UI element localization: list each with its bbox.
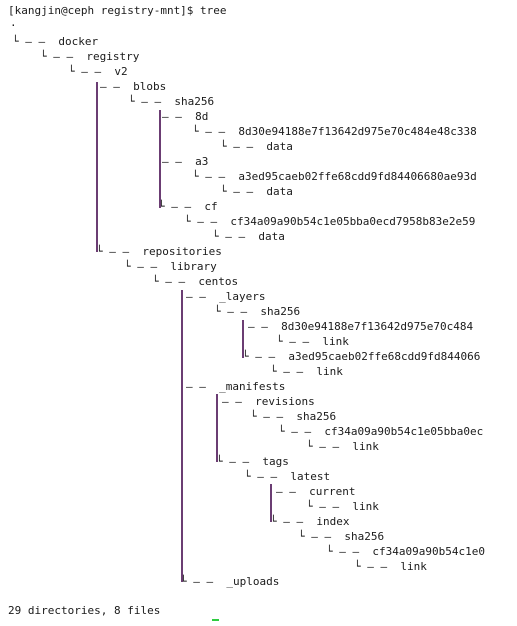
summary-line: 29 directories, 8 files	[8, 604, 161, 617]
tree-line-current: — — current	[276, 485, 356, 498]
tree-line-index: └ — — index	[270, 515, 350, 528]
tree-connector-latest	[270, 484, 272, 522]
terminal-cursor	[212, 619, 219, 621]
tree-line-layers: — — _layers	[186, 290, 266, 303]
tree-line-blobs-sha256: └ — — sha256	[128, 95, 215, 108]
tree-line-a3: — — a3	[162, 155, 209, 168]
tree-line-layers-a3-link: └ — — link	[270, 365, 343, 378]
tree-connector-centos	[181, 290, 183, 582]
tree-line-tags: └ — — tags	[216, 455, 289, 468]
tree-line-cf-hash: └ — — cf34a09a90b54c1e05bba0ecd7958b83e2…	[184, 215, 476, 228]
tree-connector-manifests	[216, 394, 218, 462]
tree-line-latest: └ — — latest	[244, 470, 331, 483]
tree-line-blobs: — — blobs	[100, 80, 167, 93]
tree-root-dot: .	[10, 16, 17, 29]
tree-line-uploads: └ — — _uploads	[180, 575, 280, 588]
tree-line-cf: └ — — cf	[158, 200, 218, 213]
tree-line-registry: └ — — registry	[40, 50, 140, 63]
tree-line-8d-hash: └ — — 8d30e94188e7f13642d975e70c484e48c3…	[192, 125, 477, 138]
tree-line-cf-data: └ — — data	[212, 230, 285, 243]
tree-line-revisions-hash: └ — — cf34a09a90b54c1e05bba0ec	[278, 425, 484, 438]
tree-line-repositories: └ — — repositories	[96, 245, 222, 258]
tree-line-a3-hash: └ — — a3ed95caeb02ffe68cdd9fd84406680ae9…	[192, 170, 477, 183]
tree-line-a3-data: └ — — data	[220, 185, 293, 198]
tree-line-revisions: — — revisions	[222, 395, 315, 408]
tree-connector-layers-sha256	[242, 320, 244, 358]
tree-line-revisions-sha256: └ — — sha256	[250, 410, 337, 423]
tree-line-index-hash: └ — — cf34a09a90b54c1e0	[326, 545, 485, 558]
tree-connector-v2	[96, 82, 98, 252]
tree-line-index-sha256: └ — — sha256	[298, 530, 385, 543]
tree-line-current-link: └ — — link	[306, 500, 379, 513]
tree-line-layers-8d-link: └ — — link	[276, 335, 349, 348]
tree-line-index-link: └ — — link	[354, 560, 427, 573]
tree-line-docker: └ — — docker	[12, 35, 99, 48]
tree-line-layers-8d: — — 8d30e94188e7f13642d975e70c484	[248, 320, 474, 333]
tree-line-library: └ — — library	[124, 260, 217, 273]
tree-connector-sha256-blobs	[159, 110, 161, 208]
tree-line-revisions-link: └ — — link	[306, 440, 379, 453]
tree-line-layers-a3: └ — — a3ed95caeb02ffe68cdd9fd844066	[242, 350, 481, 363]
tree-line-manifests: — — _manifests	[186, 380, 286, 393]
tree-line-centos: └ — — centos	[152, 275, 239, 288]
tree-line-8d-data: └ — — data	[220, 140, 293, 153]
tree-line-layers-sha256: └ — — sha256	[214, 305, 301, 318]
tree-line-v2: └ — — v2	[68, 65, 128, 78]
tree-line-8d: — — 8d	[162, 110, 209, 123]
prompt-line: [kangjin@ceph registry-mnt]$ tree	[8, 4, 227, 17]
